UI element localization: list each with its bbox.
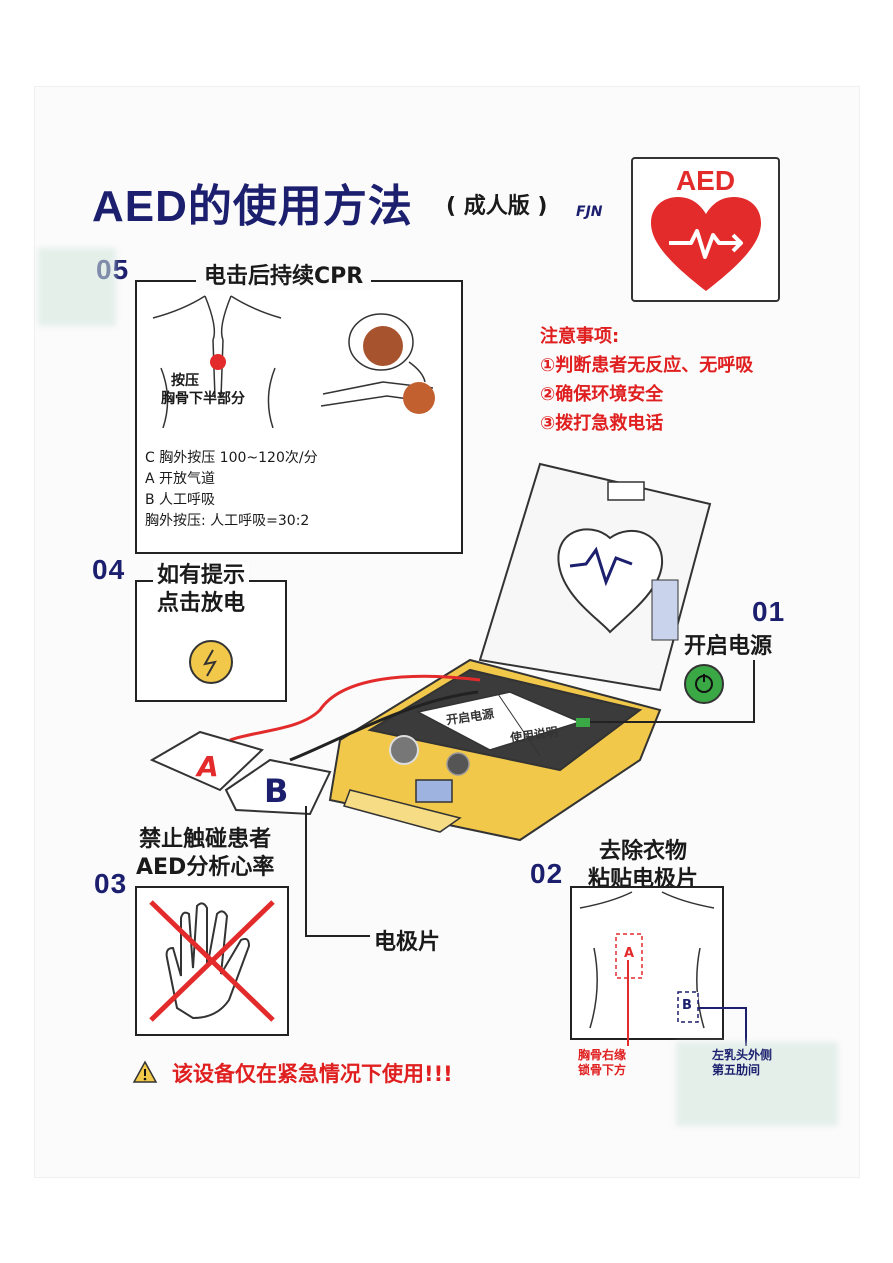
note-item: ②确保环境安全 — [540, 384, 664, 405]
brand-mark: FJN — [576, 204, 603, 220]
step-02-box: A B — [570, 886, 724, 1040]
pad-a-note-line: 锁骨下方 — [578, 1063, 627, 1077]
aed-logo: AED — [631, 157, 780, 302]
electrode-label: 电极片 — [374, 930, 441, 955]
pad-b-position-note: 左乳头外侧 第五肋间 — [712, 1048, 772, 1078]
shock-button-icon — [189, 640, 233, 684]
electrode-leader-line — [305, 806, 370, 937]
power-button-icon — [684, 664, 724, 704]
pad-b-note-line: 第五肋间 — [712, 1063, 761, 1077]
torso-pad-a: A — [624, 946, 635, 961]
press-label-detail: 胸骨下半部分 — [161, 391, 245, 407]
step-02-number: 02 — [530, 858, 564, 889]
step-02-leader-lines — [627, 960, 747, 1046]
cpr-line: B 人工呼吸 — [145, 492, 216, 508]
step-04-title: 如有提示 点击放电 — [153, 562, 250, 618]
heart-icon — [651, 197, 761, 291]
step-03-title-line: AED分析心率 — [136, 855, 275, 880]
warning-text: 该设备仅在紧急情况下使用!!! — [172, 1062, 453, 1086]
torso-pad-b: B — [682, 998, 692, 1013]
torso-outline-icon — [579, 891, 715, 1029]
cpr-line: C 胸外按压 100~120次/分 — [145, 450, 318, 466]
no-touch-hand-icon — [149, 900, 275, 1022]
step-05-title: 电击后持续CPR — [196, 258, 372, 290]
step-02-title-line: 去除衣物 — [599, 839, 688, 864]
pad-b-note-line: 左乳头外侧 — [712, 1048, 773, 1062]
chest-outline-icon — [152, 295, 282, 428]
blurred-patch — [676, 1042, 838, 1126]
pad-a-note-line: 胸骨右缘 — [578, 1048, 627, 1062]
press-label: 按压 — [171, 373, 199, 389]
page-title: AED的使用方法 — [92, 182, 413, 231]
aed-logo-text: AED — [675, 165, 736, 196]
cpr-line: A 开放气道 — [145, 471, 216, 487]
device-pad-a-label: A — [197, 750, 219, 783]
step-03-number: 03 — [94, 868, 128, 899]
cpr-instructions: C 胸外按压 100~120次/分 A 开放气道 B 人工呼吸 胸外按压: 人工… — [145, 448, 318, 532]
notes-heading: 注意事项: — [540, 326, 620, 347]
step-01-leader-line — [590, 660, 755, 723]
note-item: ③拨打急救电话 — [540, 413, 664, 434]
warning-triangle-icon — [132, 1060, 158, 1083]
step-01-number: 01 — [752, 596, 786, 627]
aed-device-illustration — [149, 462, 712, 842]
cpr-illustration-icon — [320, 313, 435, 414]
step-04-number: 04 — [92, 554, 126, 585]
notes-panel: 注意事项: ①判断患者无反应、无呼吸 ②确保环境安全 ③拨打急救电话 — [540, 322, 753, 438]
device-pad-b-label: B — [264, 772, 289, 810]
step-01-title: 开启电源 — [684, 634, 773, 659]
blurred-patch — [38, 248, 116, 326]
pad-a-position-note: 胸骨右缘 锁骨下方 — [578, 1048, 626, 1078]
step-03-title: 禁止触碰患者 AED分析心率 — [136, 826, 274, 882]
page-subtitle: ( 成人版 ) — [446, 194, 548, 219]
step-03-box — [135, 886, 289, 1036]
step-04-title-line: 如有提示 — [157, 563, 246, 588]
step-04-title-line: 点击放电 — [157, 591, 246, 616]
step-03-title-line: 禁止触碰患者 — [139, 827, 272, 852]
note-item: ①判断患者无反应、无呼吸 — [540, 355, 754, 376]
step-05-box: 按压 胸骨下半部分 C 胸外按压 100~120次/分 A 开放气道 B 人工呼… — [135, 280, 463, 554]
cpr-line: 胸外按压: 人工呼吸=30:2 — [145, 513, 310, 529]
